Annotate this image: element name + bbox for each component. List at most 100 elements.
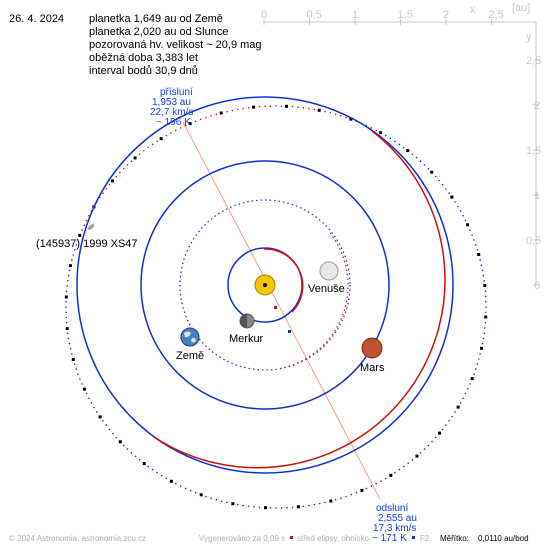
- orbit-dot: [205, 116, 207, 119]
- orbit-dot: [134, 455, 137, 458]
- orbit-point-marker: [430, 170, 434, 174]
- orbit-dot: [484, 295, 487, 298]
- orbit-point-marker: [317, 108, 321, 112]
- orbit-dot: [482, 274, 485, 277]
- orbit-dot: [398, 143, 401, 146]
- orbit-dot: [275, 507, 277, 509]
- orbit-dot: [384, 477, 387, 480]
- orbit-dot: [459, 402, 462, 404]
- orbit-dot: [130, 160, 133, 162]
- orbit-dot: [215, 498, 218, 501]
- orbit-dot: [151, 468, 154, 471]
- mars-icon: [361, 337, 383, 359]
- orbit-dot: [365, 487, 368, 490]
- orbit-dot: [324, 501, 326, 504]
- orbit-point-marker: [456, 405, 460, 409]
- mars-orbit: [76, 96, 454, 474]
- orbit-point-marker: [480, 346, 483, 350]
- orbit-dot: [68, 342, 71, 345]
- orbit-dot: [115, 175, 118, 178]
- aphelion-title: odsluní: [376, 503, 408, 514]
- x-tick-label: 2: [443, 9, 449, 21]
- orbit-dot: [474, 244, 477, 246]
- orbit-dot: [175, 482, 177, 485]
- orbit-point-marker: [296, 505, 300, 509]
- orbit-dot: [280, 105, 283, 107]
- venus-orbit-segment: [277, 232, 349, 370]
- orbit-dot: [419, 160, 422, 162]
- orbit-dot: [275, 105, 277, 107]
- orbit-dot: [210, 115, 212, 117]
- orbit-dot: [485, 306, 487, 308]
- orbit-dot: [340, 115, 342, 117]
- orbit-dot: [485, 311, 487, 314]
- orbit-dot: [483, 280, 486, 282]
- orbit-point-marker: [142, 462, 146, 465]
- orbit-dot: [345, 495, 347, 498]
- orbit-dot: [138, 459, 141, 461]
- orbit-dot: [462, 214, 464, 217]
- orbit-dot: [108, 428, 111, 431]
- orbit-dot: [77, 373, 79, 375]
- orbit-dot: [88, 397, 90, 400]
- orbit-dot: [394, 140, 396, 143]
- orbit-dot: [65, 322, 68, 324]
- orbit-dot: [441, 428, 444, 431]
- orbit-dot: [242, 107, 244, 110]
- info-line-2: planetka 2,020 au od Slunce: [89, 26, 228, 38]
- orbit-dot: [96, 411, 98, 413]
- orbit-dot: [454, 201, 456, 203]
- orbit-dot: [482, 337, 485, 340]
- y-tick-label: 1: [534, 190, 540, 202]
- info-line-5: interval bodů 30,9 dnů: [89, 65, 198, 77]
- orbit-dot: [481, 269, 484, 272]
- orbit-point-marker: [349, 117, 353, 121]
- orbit-dot: [65, 300, 67, 303]
- orbit-dot: [467, 388, 469, 390]
- orbit-dot: [340, 497, 342, 500]
- orbit-dot: [302, 505, 305, 508]
- orbit-dot: [122, 167, 125, 170]
- orbit-dot: [194, 120, 197, 123]
- orbit-dot: [394, 471, 396, 474]
- orbit-dot: [66, 285, 68, 287]
- orbit-dot: [93, 406, 95, 409]
- orbit-dot: [473, 239, 475, 241]
- orbit-dot: [476, 249, 479, 251]
- orbit-dot: [67, 280, 69, 282]
- perihelion-temp: ~ 196 K: [156, 117, 191, 128]
- generated-text: Vygenerováno za 0,09 s: [199, 534, 285, 543]
- orbit-dot: [291, 506, 294, 509]
- orbit-dot: [119, 171, 121, 174]
- venus-icon: [319, 261, 339, 281]
- orbit-dot: [65, 290, 68, 293]
- aphelion-speed: 17,3 km/s: [373, 523, 416, 534]
- orbit-point-marker: [360, 488, 364, 492]
- orbit-dot: [184, 124, 187, 127]
- orbit-dot: [108, 183, 111, 186]
- orbit-dot: [71, 353, 73, 355]
- orbit-dot: [434, 175, 437, 178]
- legend-center-marker: [290, 536, 293, 539]
- orbit-dot: [122, 444, 125, 447]
- orbit-dot: [415, 156, 418, 159]
- apsidal-line: [182, 121, 381, 500]
- orbit-dot: [355, 491, 358, 494]
- info-line-3: pozorovaná hv. velikost ~ 20,9 mag: [89, 39, 262, 51]
- orbit-dot: [345, 116, 347, 119]
- orbit-dot: [126, 448, 129, 450]
- orbit-dot: [484, 322, 487, 324]
- orbit-dot: [72, 254, 74, 256]
- orbit-dot: [90, 402, 93, 404]
- orbit-dot: [448, 192, 450, 194]
- orbit-dot: [105, 424, 107, 426]
- orbit-dot: [370, 485, 373, 487]
- orbit-point-marker: [484, 315, 488, 319]
- orbit-dot: [160, 474, 163, 477]
- orbit-dot: [184, 487, 187, 490]
- orbit-point-marker: [65, 327, 69, 330]
- orbit-dot: [81, 229, 83, 231]
- orbit-dot: [65, 306, 67, 308]
- orbit-point-marker: [219, 111, 223, 115]
- orbit-dot: [69, 348, 72, 350]
